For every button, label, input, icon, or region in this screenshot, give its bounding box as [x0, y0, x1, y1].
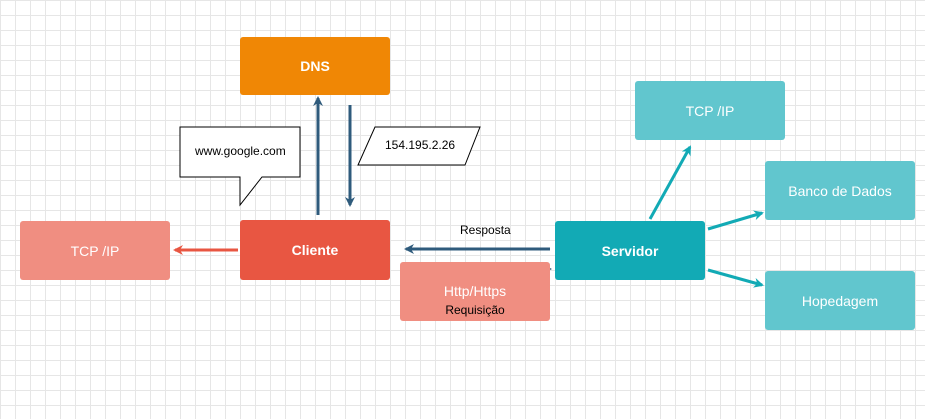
- ip-address-text: 154.195.2.26: [385, 138, 456, 152]
- http-protocol-label: Http/Https: [443, 283, 507, 299]
- http-request-node[interactable]: Http/Https Requisição: [400, 262, 550, 321]
- ip-parallelogram-shape: [357, 126, 481, 166]
- arrow-servidor-to-tcp-right: [648, 145, 692, 220]
- cliente-node[interactable]: Cliente: [240, 220, 390, 280]
- arrow-servidor-to-banco: [707, 210, 764, 231]
- url-callout-shape: [179, 126, 301, 207]
- url-callout-text: www.google.com: [195, 144, 286, 158]
- resposta-label: Resposta: [460, 223, 511, 237]
- tcp-ip-right-node[interactable]: TCP /IP: [635, 81, 785, 140]
- banco-de-dados-node[interactable]: Banco de Dados: [765, 161, 915, 220]
- hospedagem-node[interactable]: Hopedagem: [765, 271, 915, 330]
- servidor-node[interactable]: Servidor: [555, 221, 705, 280]
- dns-node[interactable]: DNS: [240, 37, 390, 95]
- requisicao-label: Requisição: [445, 303, 505, 317]
- arrow-servidor-to-hospedagem: [707, 268, 764, 288]
- tcp-ip-left-node[interactable]: TCP /IP: [20, 221, 170, 280]
